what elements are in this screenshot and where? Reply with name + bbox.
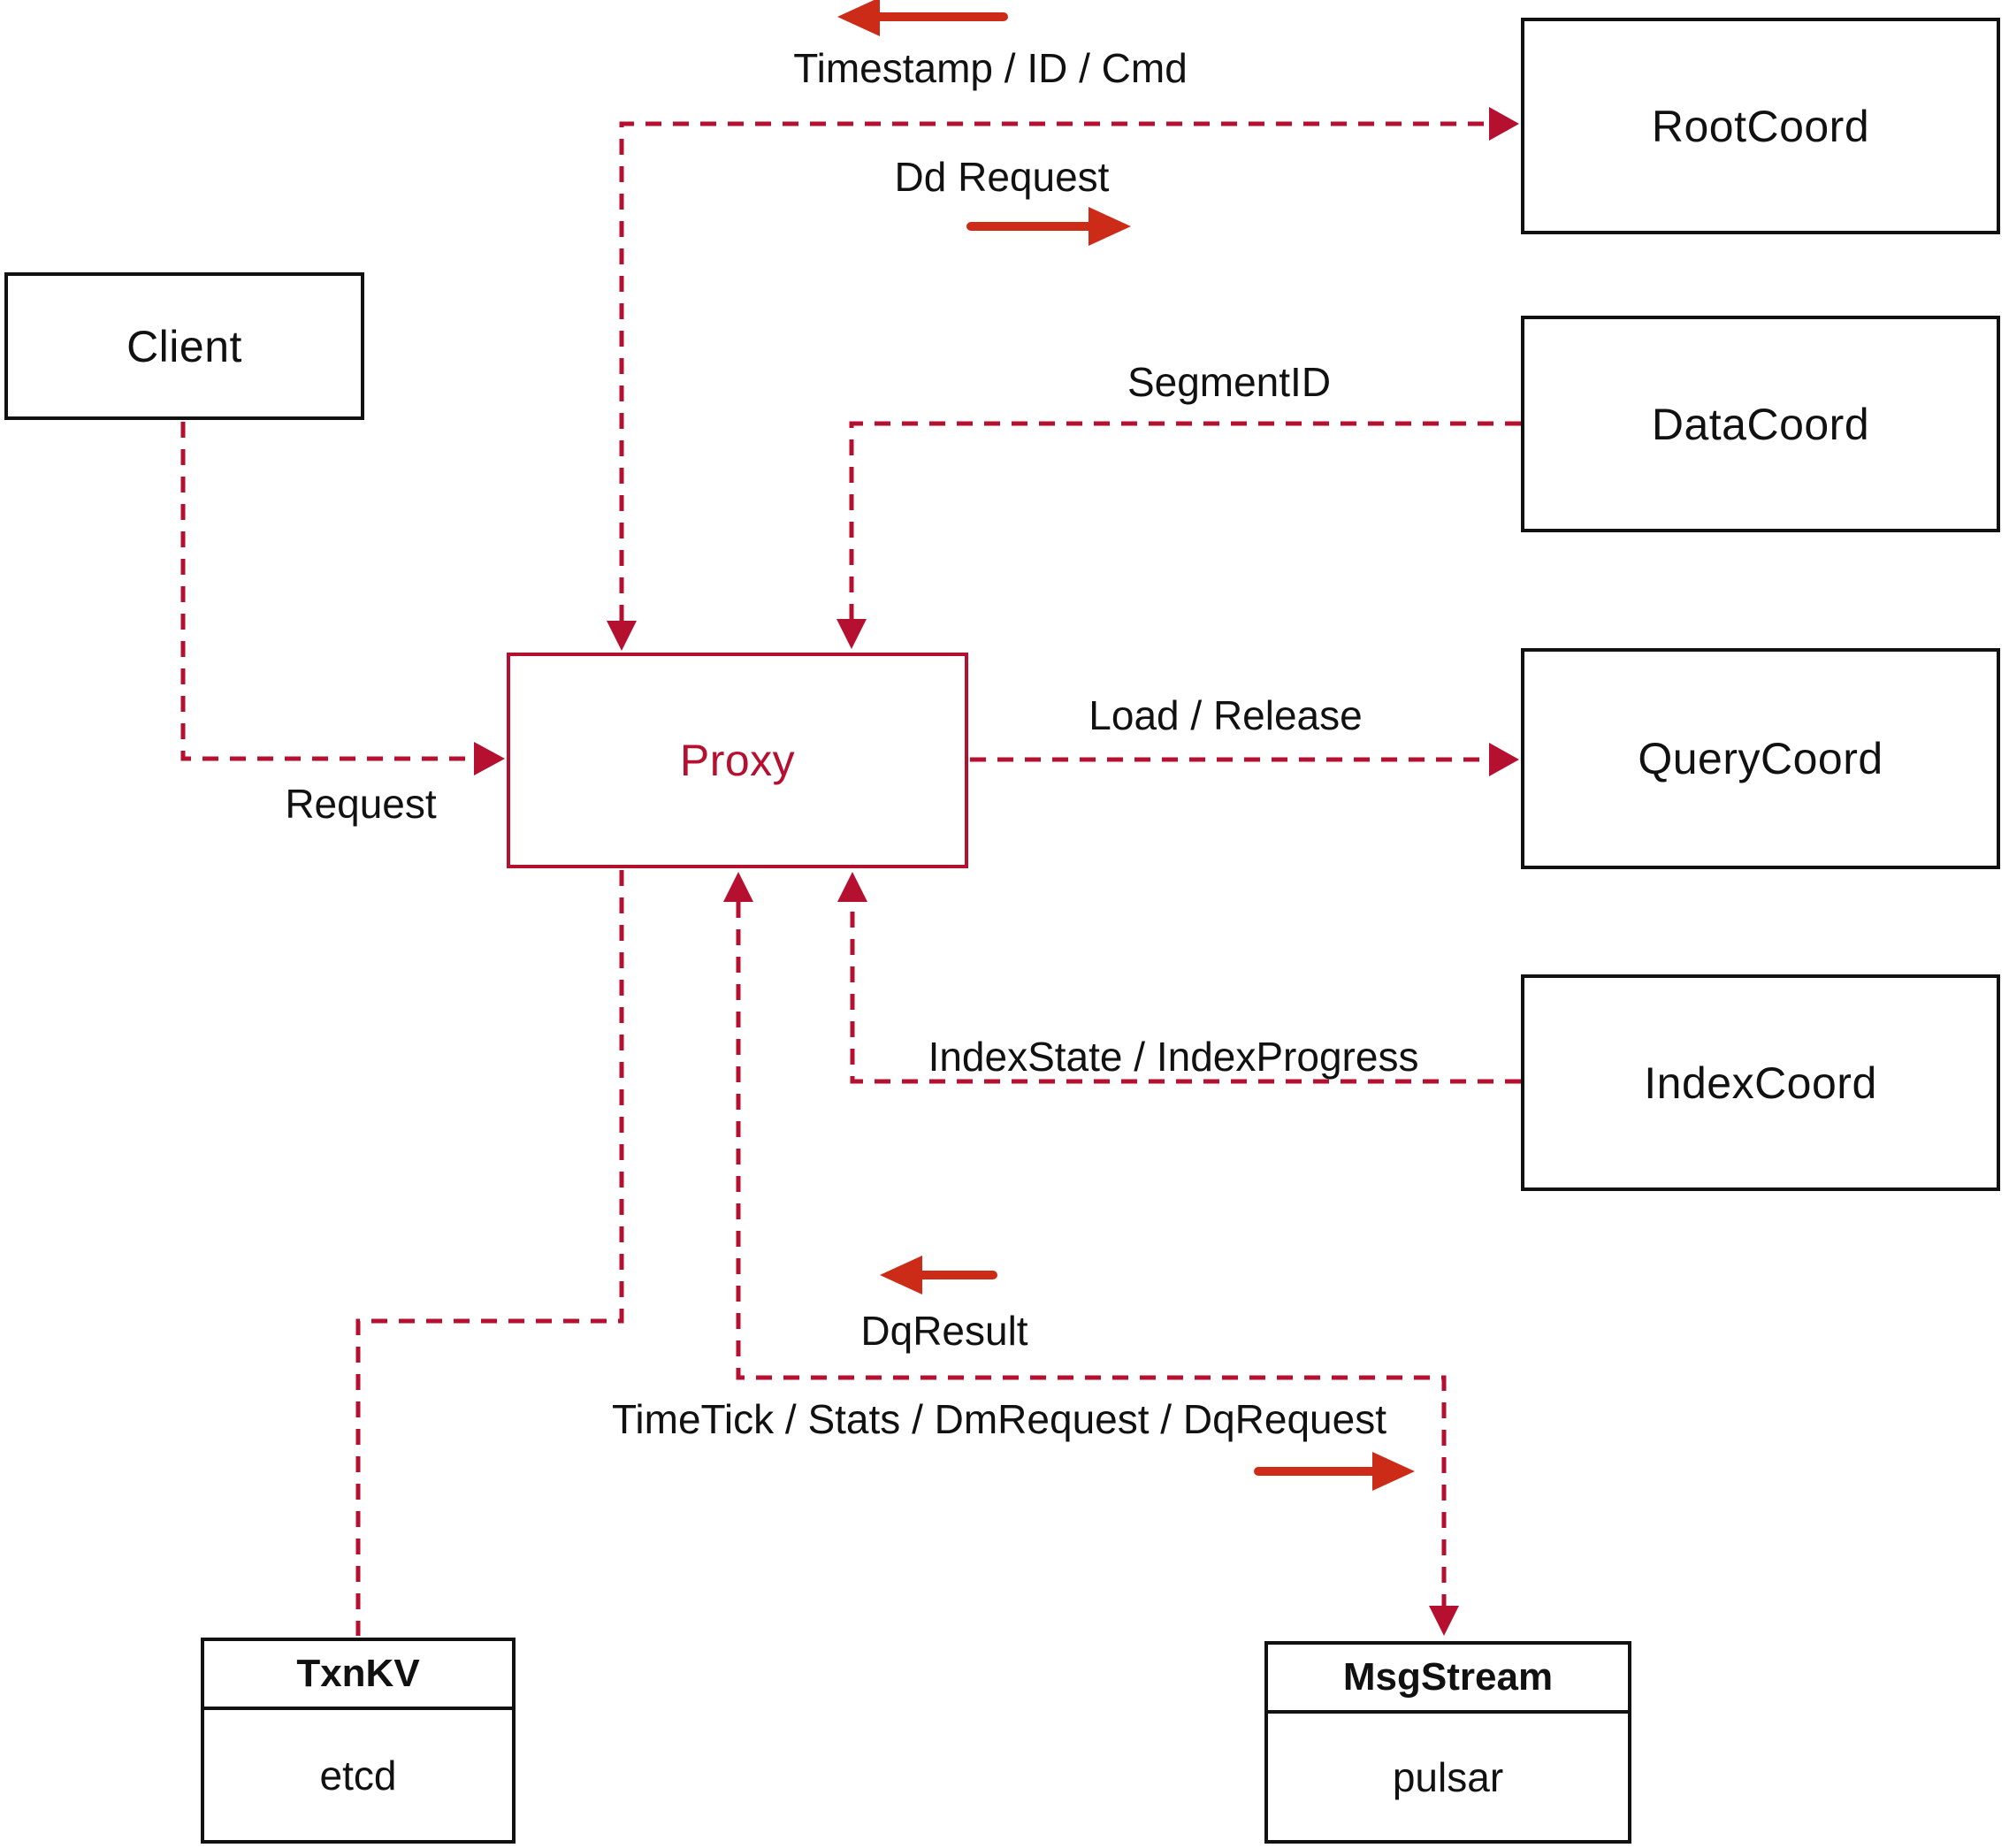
txnkv-node-title: TxnKV: [204, 1641, 512, 1710]
direction-arrow-left-dqresult-icon: [880, 1256, 997, 1294]
edge-label-time-tick: TimeTick / Stats / DmRequest / DqRequest: [612, 1396, 1386, 1442]
arrowhead-into-proxy-top-left-icon: [607, 621, 637, 651]
proxy-node: Proxy: [507, 653, 968, 868]
client-node: Client: [4, 272, 364, 420]
indexcoord-node: IndexCoord: [1521, 974, 2000, 1191]
edge-label-dd-request: Dd Request: [894, 154, 1110, 200]
msgstream-node-subtitle: pulsar: [1392, 1753, 1504, 1800]
direction-arrow-right-timetick-icon: [1254, 1452, 1415, 1491]
arrowhead-into-proxy-left-icon: [474, 742, 505, 775]
txnkv-node-subtitle: etcd: [319, 1752, 397, 1798]
datacoord-node: DataCoord: [1521, 316, 2000, 532]
arrowhead-into-rootcoord-icon: [1489, 107, 1519, 141]
edge-client-proxy: [180, 422, 476, 761]
edge-proxy-msgstream: [736, 902, 1447, 1606]
arrowhead-into-proxy-bottom-right-icon: [837, 872, 867, 902]
client-node-label: Client: [126, 321, 242, 371]
indexcoord-node-label: IndexCoord: [1644, 1058, 1877, 1108]
edge-indexcoord-proxy: [850, 902, 1521, 1084]
direction-arrow-right-dd-request-icon: [966, 207, 1131, 246]
edge-label-timestamp-id-cmd: Timestamp / ID / Cmd: [793, 45, 1188, 91]
arrowhead-into-msgstream-icon: [1429, 1606, 1459, 1636]
edge-proxy-rootcoord: [619, 121, 1491, 621]
edge-proxy-txnkv: [355, 870, 624, 1636]
edge-datacoord-proxy: [849, 421, 1521, 619]
arrowhead-into-proxy-top-right-icon: [836, 619, 867, 649]
datacoord-node-label: DataCoord: [1651, 399, 1870, 449]
arrowhead-into-proxy-bottom-left-icon: [723, 872, 753, 902]
rootcoord-node: RootCoord: [1521, 18, 2000, 234]
direction-arrow-left-timestamp-icon: [837, 0, 1008, 36]
proxy-node-label: Proxy: [679, 736, 796, 785]
rootcoord-node-label: RootCoord: [1651, 101, 1870, 151]
txnkv-node: TxnKV etcd: [201, 1638, 516, 1844]
msgstream-node-title: MsgStream: [1268, 1645, 1628, 1714]
edge-label-dq-result: DqResult: [860, 1308, 1028, 1354]
msgstream-node: MsgStream pulsar: [1264, 1641, 1631, 1844]
arrowhead-into-querycoord-icon: [1489, 743, 1519, 776]
querycoord-node: QueryCoord: [1521, 648, 2000, 869]
edge-label-segment-id: SegmentID: [1127, 359, 1332, 405]
querycoord-node-label: QueryCoord: [1638, 734, 1883, 783]
edge-label-index-state: IndexState / IndexProgress: [928, 1034, 1419, 1080]
edge-label-request: Request: [285, 781, 437, 827]
edge-label-load-release: Load / Release: [1089, 692, 1363, 738]
